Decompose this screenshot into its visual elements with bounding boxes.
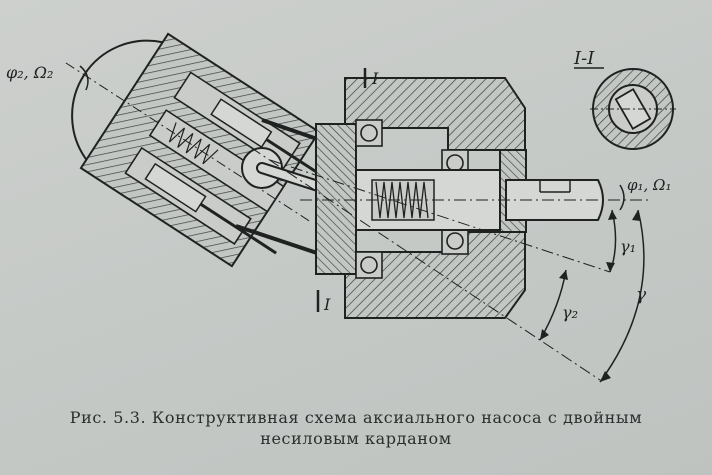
drive-housing — [315, 77, 604, 319]
intermediate-axis-line — [269, 159, 611, 273]
label-section-top: I — [371, 69, 379, 88]
output-shaft — [505, 179, 604, 221]
section-view — [590, 68, 676, 150]
figure-caption-line-1: Рис. 5.3. Конструктивная схема аксиально… — [69, 408, 643, 427]
rotation-arrow-block — [79, 65, 89, 91]
drive-flange — [315, 123, 357, 275]
rotation-arrow-output — [619, 184, 625, 211]
label-cylinder-block: φ₂, Ω₂ — [6, 63, 53, 82]
label-input-shaft: φ₁, Ω₁ — [627, 176, 672, 194]
shaft-spring — [375, 181, 429, 219]
center-spring — [168, 122, 219, 165]
arc-gamma — [599, 209, 645, 383]
connecting-rod-lower — [235, 224, 327, 258]
label-gamma: γ — [636, 285, 647, 305]
cylinder-block — [65, 32, 326, 268]
cylinder-axis-line — [231, 134, 601, 381]
bearing-lower-1 — [360, 256, 378, 274]
figure-caption-line-2: несиловым карданом — [260, 429, 452, 448]
label-section-title: I-I — [573, 48, 595, 69]
label-gamma-2: γ₂ — [562, 303, 578, 322]
bearing-lower-2 — [446, 232, 464, 250]
label-gamma-1: γ₁ — [620, 237, 636, 256]
label-section-bottom: I — [323, 295, 331, 314]
bearing-upper-1 — [360, 124, 378, 142]
